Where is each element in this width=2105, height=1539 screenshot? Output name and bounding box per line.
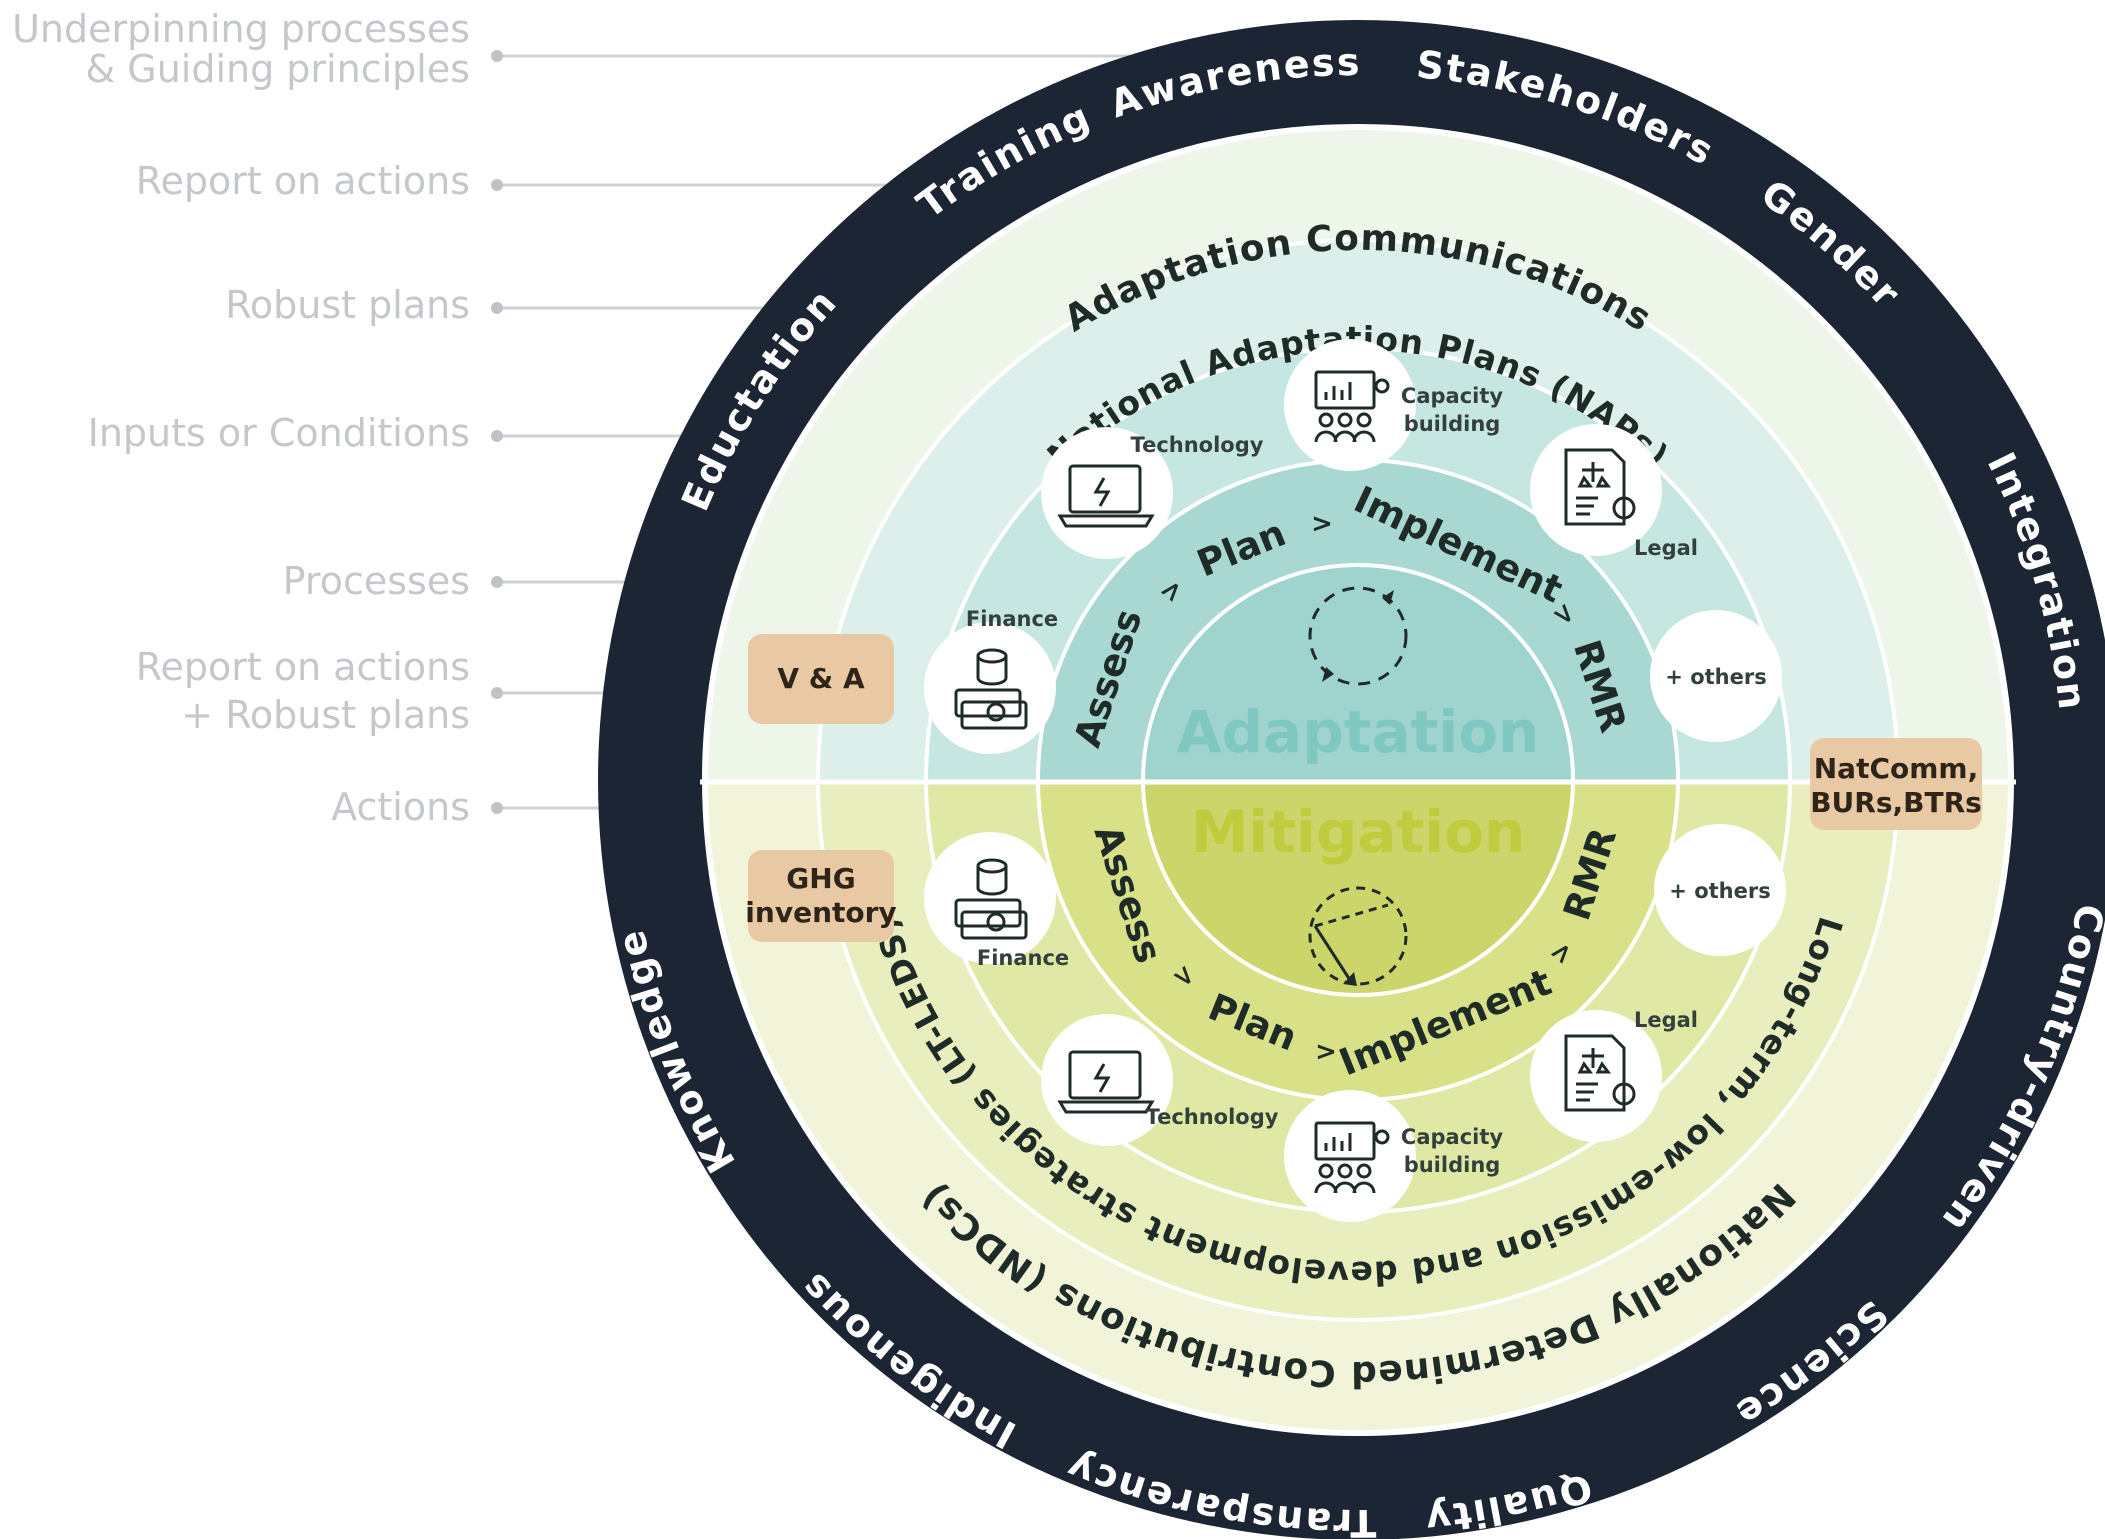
adaptation-core: [1143, 565, 1573, 782]
label-actions: Actions: [331, 785, 470, 829]
adapt-arrow-2: >: [1311, 509, 1333, 539]
label-robust-plans-2: + Robust plans: [181, 693, 470, 737]
adaptation-title: Adaptation: [1177, 698, 1540, 766]
label-guiding-principles: & Guiding principles: [86, 47, 470, 91]
finance-label-top: Finance: [966, 607, 1058, 631]
capacity-icon-bottom: [1284, 1090, 1416, 1222]
side-boxes: V & A GHG inventory NatComm, BURs,BTRs: [745, 634, 1982, 942]
natcomm-box-label-2: BURs,BTRs: [1810, 786, 1982, 819]
finance-icon-top: [924, 622, 1056, 754]
technology-label-top: Technology: [1131, 433, 1264, 457]
capacity-label-top-2: building: [1404, 412, 1501, 436]
label-inputs-conditions: Inputs or Conditions: [88, 411, 470, 455]
technology-label-bottom: Technology: [1146, 1105, 1279, 1129]
ghg-box: [748, 850, 894, 942]
legal-label-top: Legal: [1634, 536, 1698, 560]
input-icons: Finance Technology Capacity building: [924, 339, 1786, 1222]
mitigation-title: Mitigation: [1191, 798, 1526, 866]
va-box-label: V & A: [777, 662, 865, 695]
legal-icon-top: [1530, 424, 1662, 556]
capacity-label-bottom-2: building: [1404, 1153, 1501, 1177]
others-bubble-bottom: [1654, 824, 1786, 956]
label-report-actions-robust: Report on actions: [136, 645, 470, 689]
reduction-icon: [1308, 886, 1408, 986]
capacity-label-bottom-1: Capacity: [1401, 1125, 1503, 1149]
finance-icon-bottom: [924, 832, 1056, 964]
others-bubble-top: [1650, 610, 1782, 742]
laptop-icon-bottom: [1041, 1014, 1173, 1146]
ghg-box-label-1: GHG: [786, 862, 855, 895]
capacity-label-top-1: Capacity: [1401, 384, 1503, 408]
laptop-icon-top: [1041, 427, 1173, 559]
finance-label-bottom: Finance: [977, 946, 1069, 970]
mitig-arrow-2: >: [1315, 1037, 1337, 1067]
natcomm-box: [1810, 738, 1982, 830]
label-processes: Processes: [283, 559, 470, 603]
others-label-top: + others: [1665, 665, 1766, 689]
label-robust-plans: Robust plans: [225, 283, 470, 327]
ghg-box-label-2: inventory: [745, 896, 896, 929]
others-label-bottom: + others: [1669, 879, 1770, 903]
capacity-icon-top: [1284, 339, 1416, 471]
legal-icon-bottom: [1530, 1010, 1662, 1142]
label-underpinning: Underpinning processes: [12, 7, 470, 51]
legal-label-bottom: Legal: [1634, 1008, 1698, 1032]
core-titles: Adaptation Mitigation: [1177, 586, 1540, 986]
left-legend: Underpinning processes & Guiding princip…: [12, 7, 1160, 829]
natcomm-box-label-1: NatComm,: [1814, 752, 1979, 785]
label-report-on-actions: Report on actions: [136, 159, 470, 203]
cycle-icon: [1308, 586, 1408, 686]
va-box: [748, 634, 894, 724]
